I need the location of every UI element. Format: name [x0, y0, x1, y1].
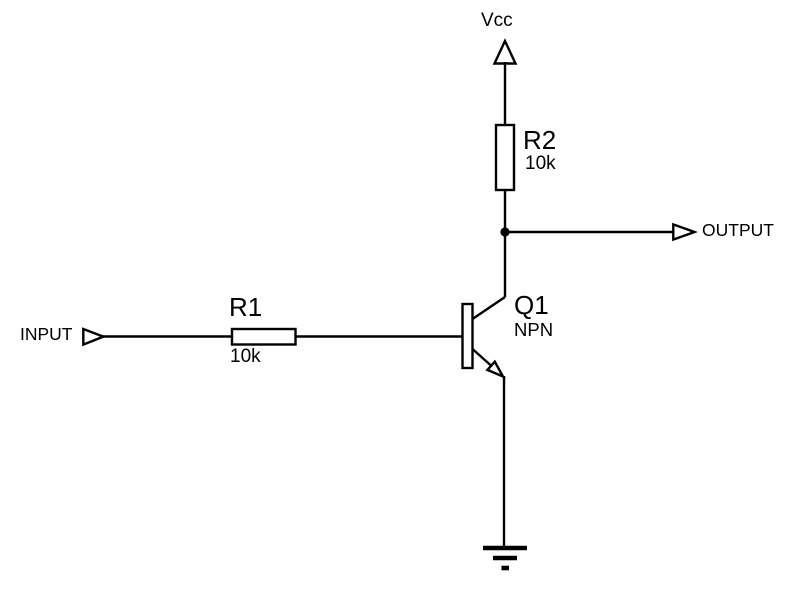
resistor-r2-symbol: [494, 123, 516, 192]
output-port-label: OUTPUT: [702, 220, 774, 240]
input-port-arrow-icon: [82, 327, 107, 347]
ground-symbol: [483, 545, 527, 571]
transistor-q1-type: NPN: [514, 319, 554, 340]
resistor-r2-name: R2: [523, 125, 557, 155]
transistor-base-bar: [461, 302, 474, 370]
transistor-q1-symbol: [461, 296, 506, 379]
emitter-arrow-icon: [485, 359, 506, 379]
vcc-power-symbol: [492, 38, 518, 125]
resistor-r1-name: R1: [229, 292, 263, 322]
input-port-label: INPUT: [20, 324, 73, 344]
transistor-q1-name: Q1: [514, 290, 549, 320]
vcc-arrow-icon: [492, 38, 518, 65]
collector-lead: [471, 296, 506, 320]
resistor-r1-symbol: [230, 327, 297, 346]
vcc-label: Vcc: [481, 10, 513, 31]
input-branch: [82, 327, 463, 347]
resistor-r2-value: 10k: [525, 153, 556, 174]
junction-dot: [500, 227, 510, 237]
resistor-r1-value: 10k: [230, 346, 261, 367]
output-port-arrow-icon: [672, 222, 699, 242]
output-branch: [500, 222, 699, 242]
